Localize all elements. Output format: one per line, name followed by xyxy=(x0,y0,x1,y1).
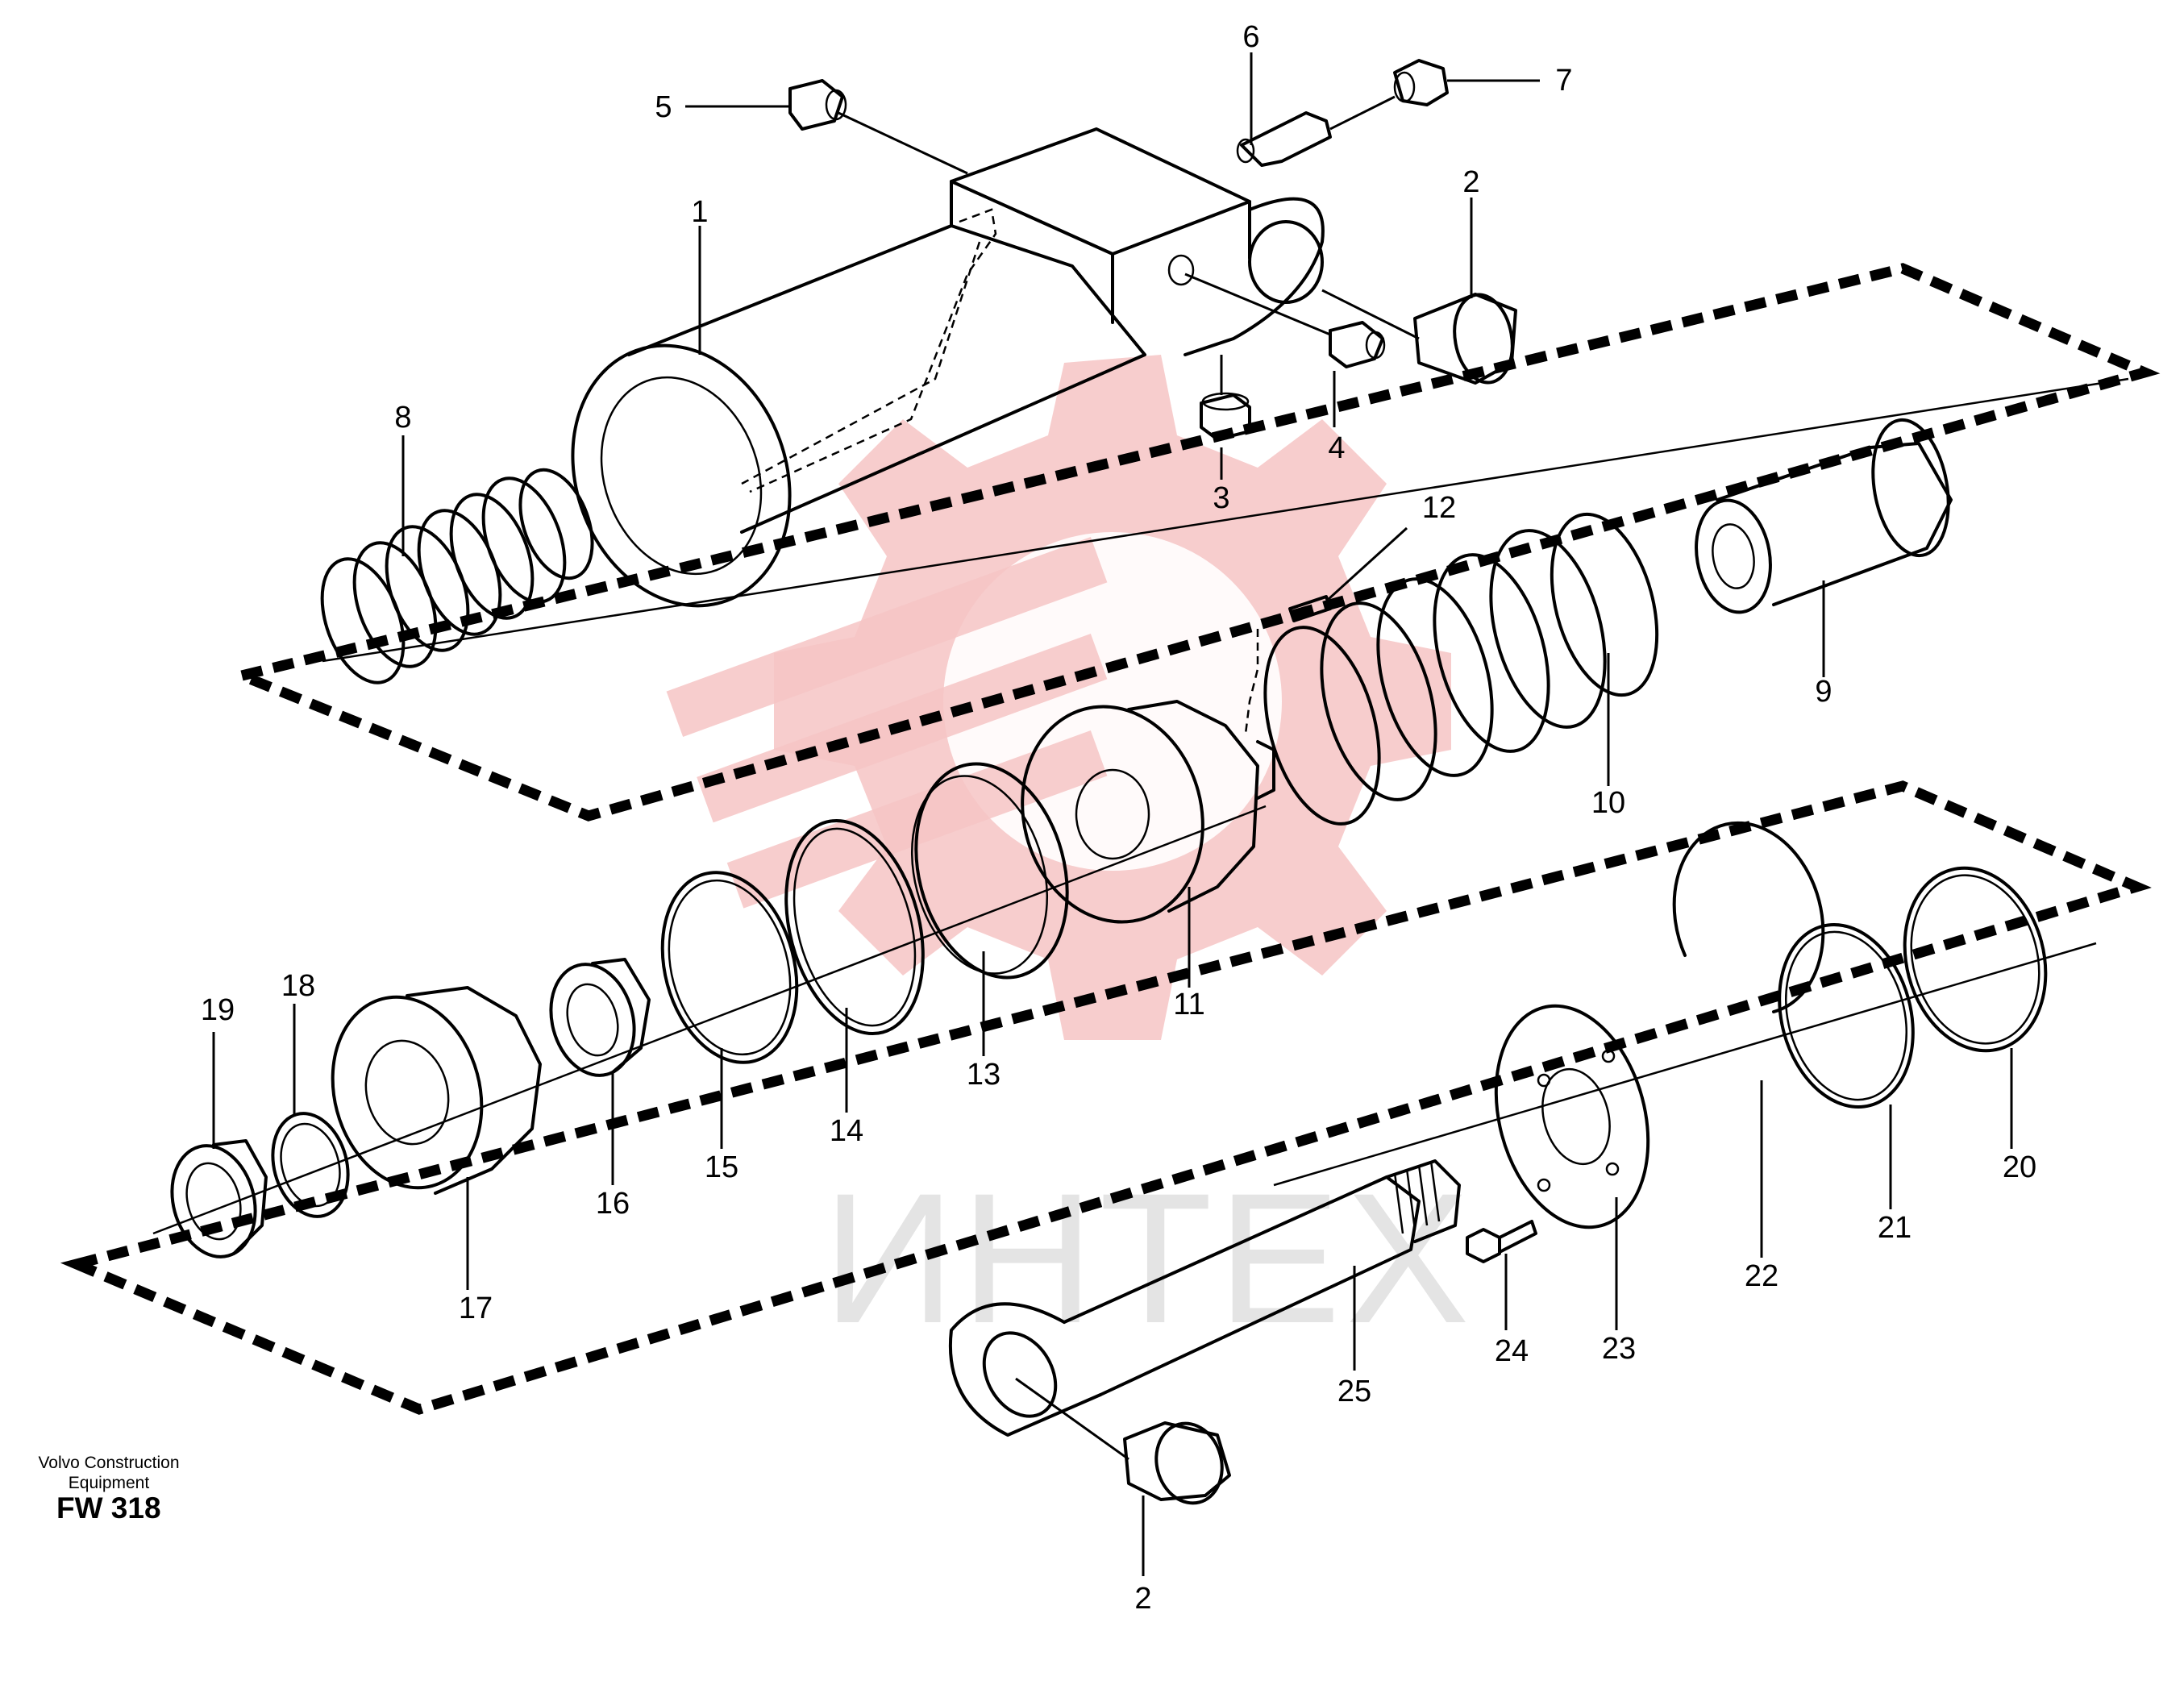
callout-25: 25 xyxy=(1337,1375,1371,1408)
pin-12 xyxy=(1288,595,1332,622)
spring-10 xyxy=(1263,512,1659,826)
valve-6 xyxy=(1236,111,1332,167)
callout-11: 11 xyxy=(1173,988,1204,1021)
callout-22: 22 xyxy=(1745,1259,1778,1293)
callout-10: 10 xyxy=(1591,786,1625,820)
callout-16: 16 xyxy=(596,1187,630,1221)
callout-2-upper: 2 xyxy=(1462,165,1479,199)
callout-19: 19 xyxy=(201,993,235,1027)
plug-3 xyxy=(1200,392,1251,441)
wiper-19 xyxy=(170,1139,268,1258)
gland-17 xyxy=(331,986,542,1195)
manufacturer-line-1: Volvo Construction xyxy=(38,1454,180,1472)
callout-24: 24 xyxy=(1495,1334,1529,1368)
spring-8 xyxy=(320,468,594,684)
callout-18: 18 xyxy=(281,969,315,1003)
ring-14 xyxy=(784,818,925,1036)
bushing-2-lower xyxy=(1123,1421,1231,1505)
callout-14: 14 xyxy=(830,1114,863,1148)
callout-numbers: 1 2 2 3 4 5 6 7 8 9 10 11 12 13 14 15 16… xyxy=(201,20,2036,1616)
callout-3: 3 xyxy=(1213,481,1229,515)
callout-1: 1 xyxy=(691,195,708,229)
callout-2-lower: 2 xyxy=(1134,1582,1151,1616)
figure-code: FW 318 xyxy=(56,1491,161,1525)
callout-6: 6 xyxy=(1242,20,1259,54)
callout-13: 13 xyxy=(967,1058,1000,1092)
plug-5 xyxy=(788,79,847,131)
bushing-2-upper xyxy=(1413,293,1517,385)
callout-5: 5 xyxy=(655,90,672,124)
manufacturer-line-2: Equipment xyxy=(68,1474,150,1492)
ring-20 xyxy=(1903,866,2048,1053)
callout-17: 17 xyxy=(459,1292,493,1325)
ring-15 xyxy=(660,871,799,1064)
upper-axis-line xyxy=(322,377,2129,663)
piston-11 xyxy=(1021,700,1275,924)
ring-18 xyxy=(271,1112,350,1218)
screw-24 xyxy=(1466,1220,1537,1263)
ring-13 xyxy=(910,762,1069,980)
plate-23 xyxy=(1494,1004,1650,1229)
callout-4: 4 xyxy=(1328,431,1345,465)
upper-assembly-frame xyxy=(224,263,2161,822)
callout-8: 8 xyxy=(394,401,411,435)
callout-20: 20 xyxy=(2003,1150,2036,1184)
snap-ring-22 xyxy=(1672,821,1825,1013)
callout-23: 23 xyxy=(1602,1332,1636,1366)
callout-15: 15 xyxy=(705,1150,738,1184)
callout-21: 21 xyxy=(1878,1211,1912,1245)
lower-assembly-frame xyxy=(60,780,2152,1415)
callout-12: 12 xyxy=(1422,491,1456,525)
callout-7: 7 xyxy=(1555,64,1572,98)
leader-lines xyxy=(212,52,2013,1576)
callout-9: 9 xyxy=(1815,675,1832,709)
piston-rod-25 xyxy=(948,1159,1461,1437)
lower-axis-line xyxy=(1273,942,2097,1187)
plug-4 xyxy=(1329,321,1386,368)
bushing-16 xyxy=(549,958,651,1077)
plug-7 xyxy=(1393,59,1449,106)
sleeve-9 xyxy=(1695,418,1953,614)
cylinder-housing xyxy=(571,127,1325,608)
manufacturer-caption: Volvo Construction Equipment xyxy=(32,1453,185,1493)
